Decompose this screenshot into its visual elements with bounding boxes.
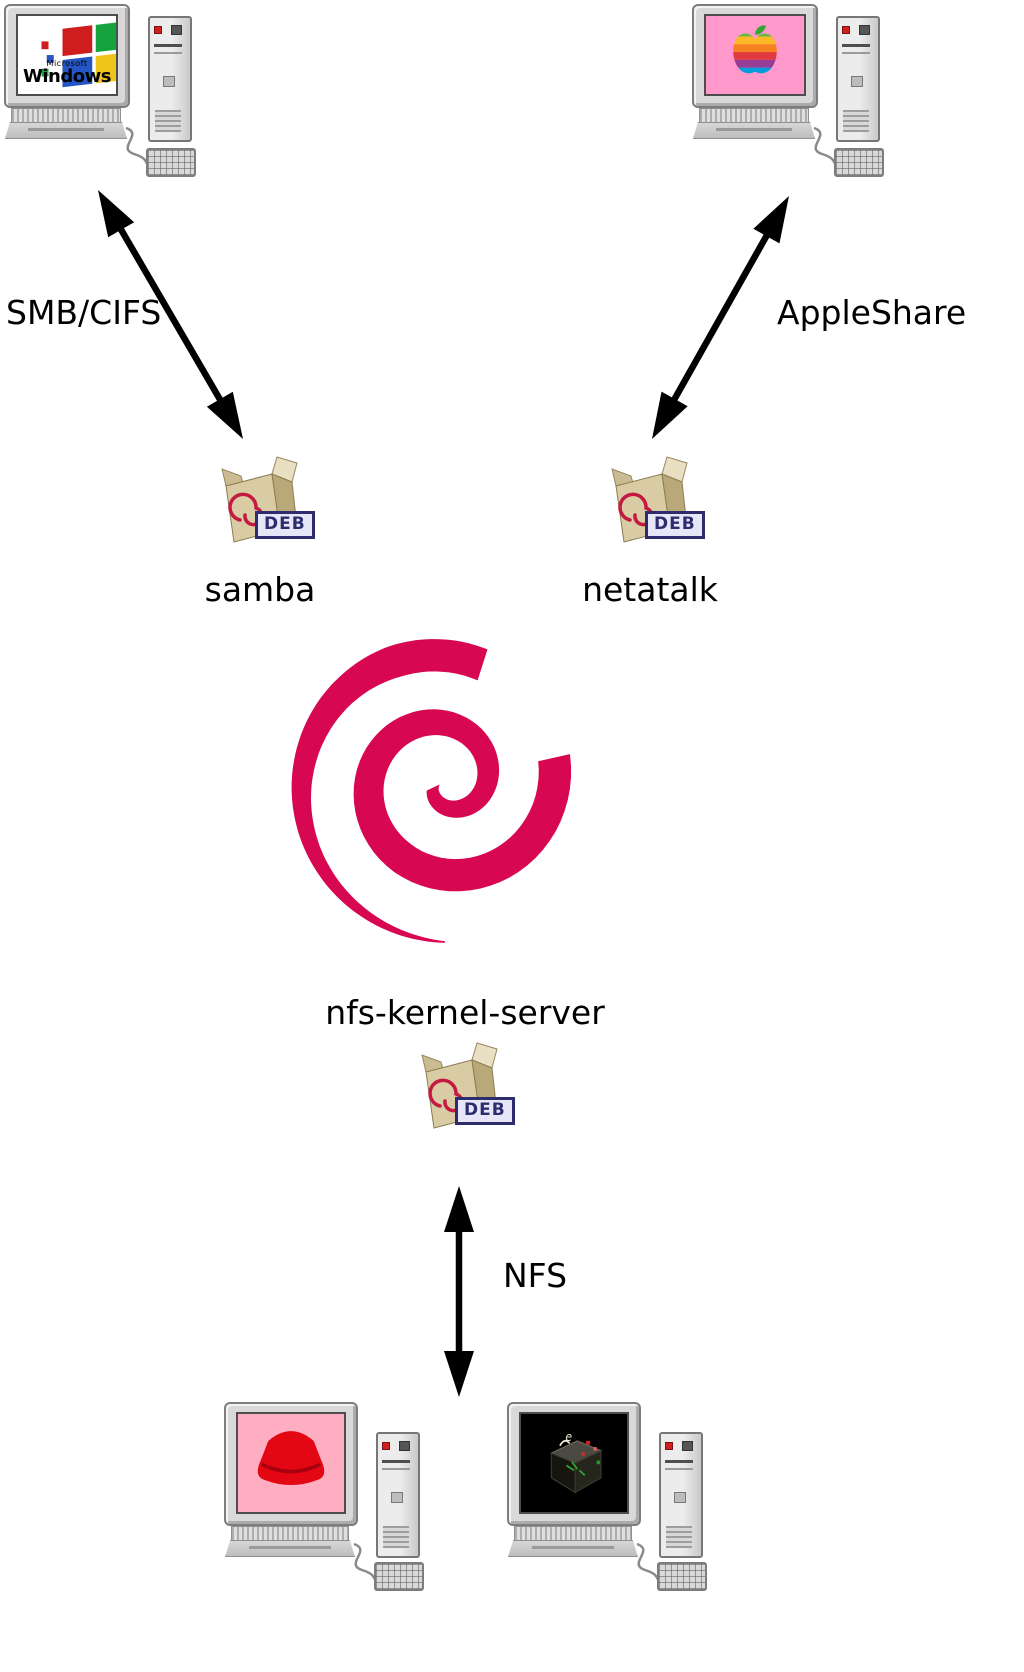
windows-text: Windows — [23, 66, 111, 87]
monitor-base — [225, 1540, 355, 1557]
nfs-label: NFS — [503, 1256, 568, 1295]
keyboard — [146, 148, 196, 177]
redhat-computer-icon — [224, 1402, 424, 1592]
monitor-grille — [11, 108, 121, 123]
monitor-grille — [514, 1526, 632, 1541]
monitor-base — [693, 122, 815, 139]
windows-flag-icon — [41, 21, 116, 88]
smb-cifs-arrow — [98, 190, 243, 439]
red-hat-icon — [238, 1414, 344, 1512]
deb-badge: DEB — [645, 511, 705, 539]
nfs-kernel-server-deb-package-icon: DEB — [410, 1042, 515, 1138]
windows-logo-screen: Microsoft Windows — [16, 14, 118, 96]
svg-text:e: e — [565, 1429, 572, 1444]
keyboard — [657, 1562, 707, 1591]
monitor-base — [508, 1540, 638, 1557]
debian-swirl-icon — [291, 639, 571, 943]
deb-badge: DEB — [455, 1097, 515, 1125]
dark-logo-screen: e — [519, 1412, 629, 1514]
dark-workstation-computer-icon: e — [507, 1402, 707, 1592]
monitor: Microsoft Windows — [4, 4, 130, 108]
monitor — [692, 4, 818, 108]
tower-unit — [376, 1432, 420, 1558]
monitor-base — [5, 122, 127, 139]
samba-deb-package-icon: DEB — [210, 456, 315, 552]
smb-cifs-label: SMB/CIFS — [6, 293, 162, 332]
rainbow-apple-icon — [706, 16, 804, 94]
deb-badge: DEB — [255, 511, 315, 539]
windows-brand-text: Microsoft Windows — [18, 60, 116, 86]
netatalk-deb-package-icon: DEB — [600, 456, 705, 552]
apple-macintosh-computer-icon — [692, 4, 884, 177]
monitor-grille — [699, 108, 809, 123]
keyboard — [834, 148, 884, 177]
nfs-kernel-server-label: nfs-kernel-server — [325, 993, 605, 1032]
keyboard — [374, 1562, 424, 1591]
apple-logo-screen — [704, 14, 806, 96]
netatalk-label: netatalk — [582, 570, 718, 609]
tower-unit — [836, 16, 880, 142]
samba-label: samba — [204, 570, 316, 609]
tower-unit — [659, 1432, 703, 1558]
tower-unit — [148, 16, 192, 142]
redhat-logo-screen — [236, 1412, 346, 1514]
appleshare-arrow — [652, 196, 789, 439]
appleshare-label: AppleShare — [777, 293, 967, 332]
monitor-grille — [231, 1526, 349, 1541]
dark-cube-icon: e — [521, 1414, 627, 1512]
windows-computer-icon: Microsoft Windows — [4, 4, 196, 177]
monitor: e — [507, 1402, 641, 1526]
nfs-arrow — [444, 1186, 474, 1397]
microsoft-text: Microsoft — [46, 59, 88, 68]
monitor — [224, 1402, 358, 1526]
